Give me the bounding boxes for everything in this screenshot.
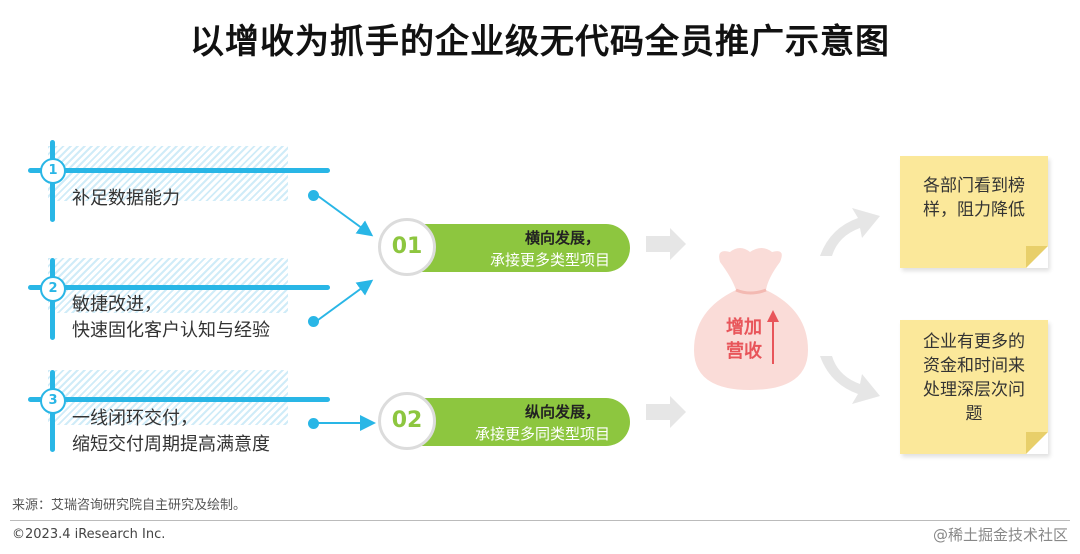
pill-1-subtitle: 承接更多类型项目 [489, 251, 610, 269]
grey-arrow-curve-down [820, 356, 880, 404]
footer-divider [10, 520, 1070, 521]
note-2-line-2: 资金和时间来 [923, 356, 1025, 376]
pill-1-number: 01 [378, 218, 436, 276]
sticky-note-2: 企业有更多的 资金和时间来 处理深层次问 题 [900, 320, 1048, 454]
pill-2-title: 纵向发展， [524, 403, 600, 421]
copyright: ©2023.4 iResearch Inc. [12, 527, 166, 542]
note-1-fold [1026, 246, 1048, 268]
pill-2-number: 02 [378, 392, 436, 450]
pill-1-title: 横向发展， [524, 229, 600, 247]
step-3-text-line-1: 一线闭环交付， [72, 408, 198, 429]
sticky-note-1: 各部门看到榜 样，阻力降低 [900, 156, 1048, 268]
step-1-line [28, 168, 330, 173]
money-bag-icon [694, 248, 808, 390]
note-1-line-2: 样，阻力降低 [923, 200, 1025, 220]
pill-horizontal-development: 01 横向发展， 承接更多类型项目 [378, 218, 630, 276]
grey-arrow-curve-up [820, 208, 880, 256]
bag-label-line-1: 增加 [726, 317, 762, 338]
step-2-dot [308, 316, 319, 327]
source-note: 来源：艾瑞咨询研究院自主研究及绘制。 [12, 498, 247, 513]
arrow-step1-to-pill1 [317, 195, 374, 237]
note-2-line-1: 企业有更多的 [923, 332, 1025, 352]
pill-2-subtitle: 承接更多同类型项目 [474, 425, 610, 443]
note-1-line-1: 各部门看到榜 [923, 176, 1025, 196]
step-2-line [28, 285, 330, 290]
arrow-step2-to-pill1 [317, 279, 374, 321]
grey-arrow-right-1 [646, 228, 686, 260]
step-1-text-line-1: 补足数据能力 [72, 188, 180, 209]
step-3-number: 3 [40, 388, 66, 414]
note-2-fold [1026, 432, 1048, 454]
step-3-dot [308, 418, 319, 429]
step-3-text-line-2: 缩短交付周期提高满意度 [72, 434, 270, 455]
page-title: 以增收为抓手的企业级无代码全员推广示意图 [190, 22, 890, 62]
step-1-hatch [48, 146, 288, 201]
step-1-dot [308, 190, 319, 201]
pill-vertical-development: 02 纵向发展， 承接更多同类型项目 [378, 392, 630, 450]
note-2-line-3: 处理深层次问 [923, 380, 1025, 400]
step-1-number: 1 [40, 158, 66, 184]
note-2-line-4: 题 [965, 404, 983, 424]
step-2-text-line-1: 敏捷改进， [72, 294, 162, 315]
step-3-line [28, 397, 330, 402]
bag-label-line-2: 营收 [726, 341, 762, 362]
step-2-text-line-2: 快速固化客户认知与经验 [72, 320, 270, 341]
step-2-number: 2 [40, 276, 66, 302]
bag-label: 增加 营收 [726, 316, 762, 364]
watermark: @稀土掘金技术社区 [932, 526, 1068, 544]
grey-arrow-right-2 [646, 396, 686, 428]
